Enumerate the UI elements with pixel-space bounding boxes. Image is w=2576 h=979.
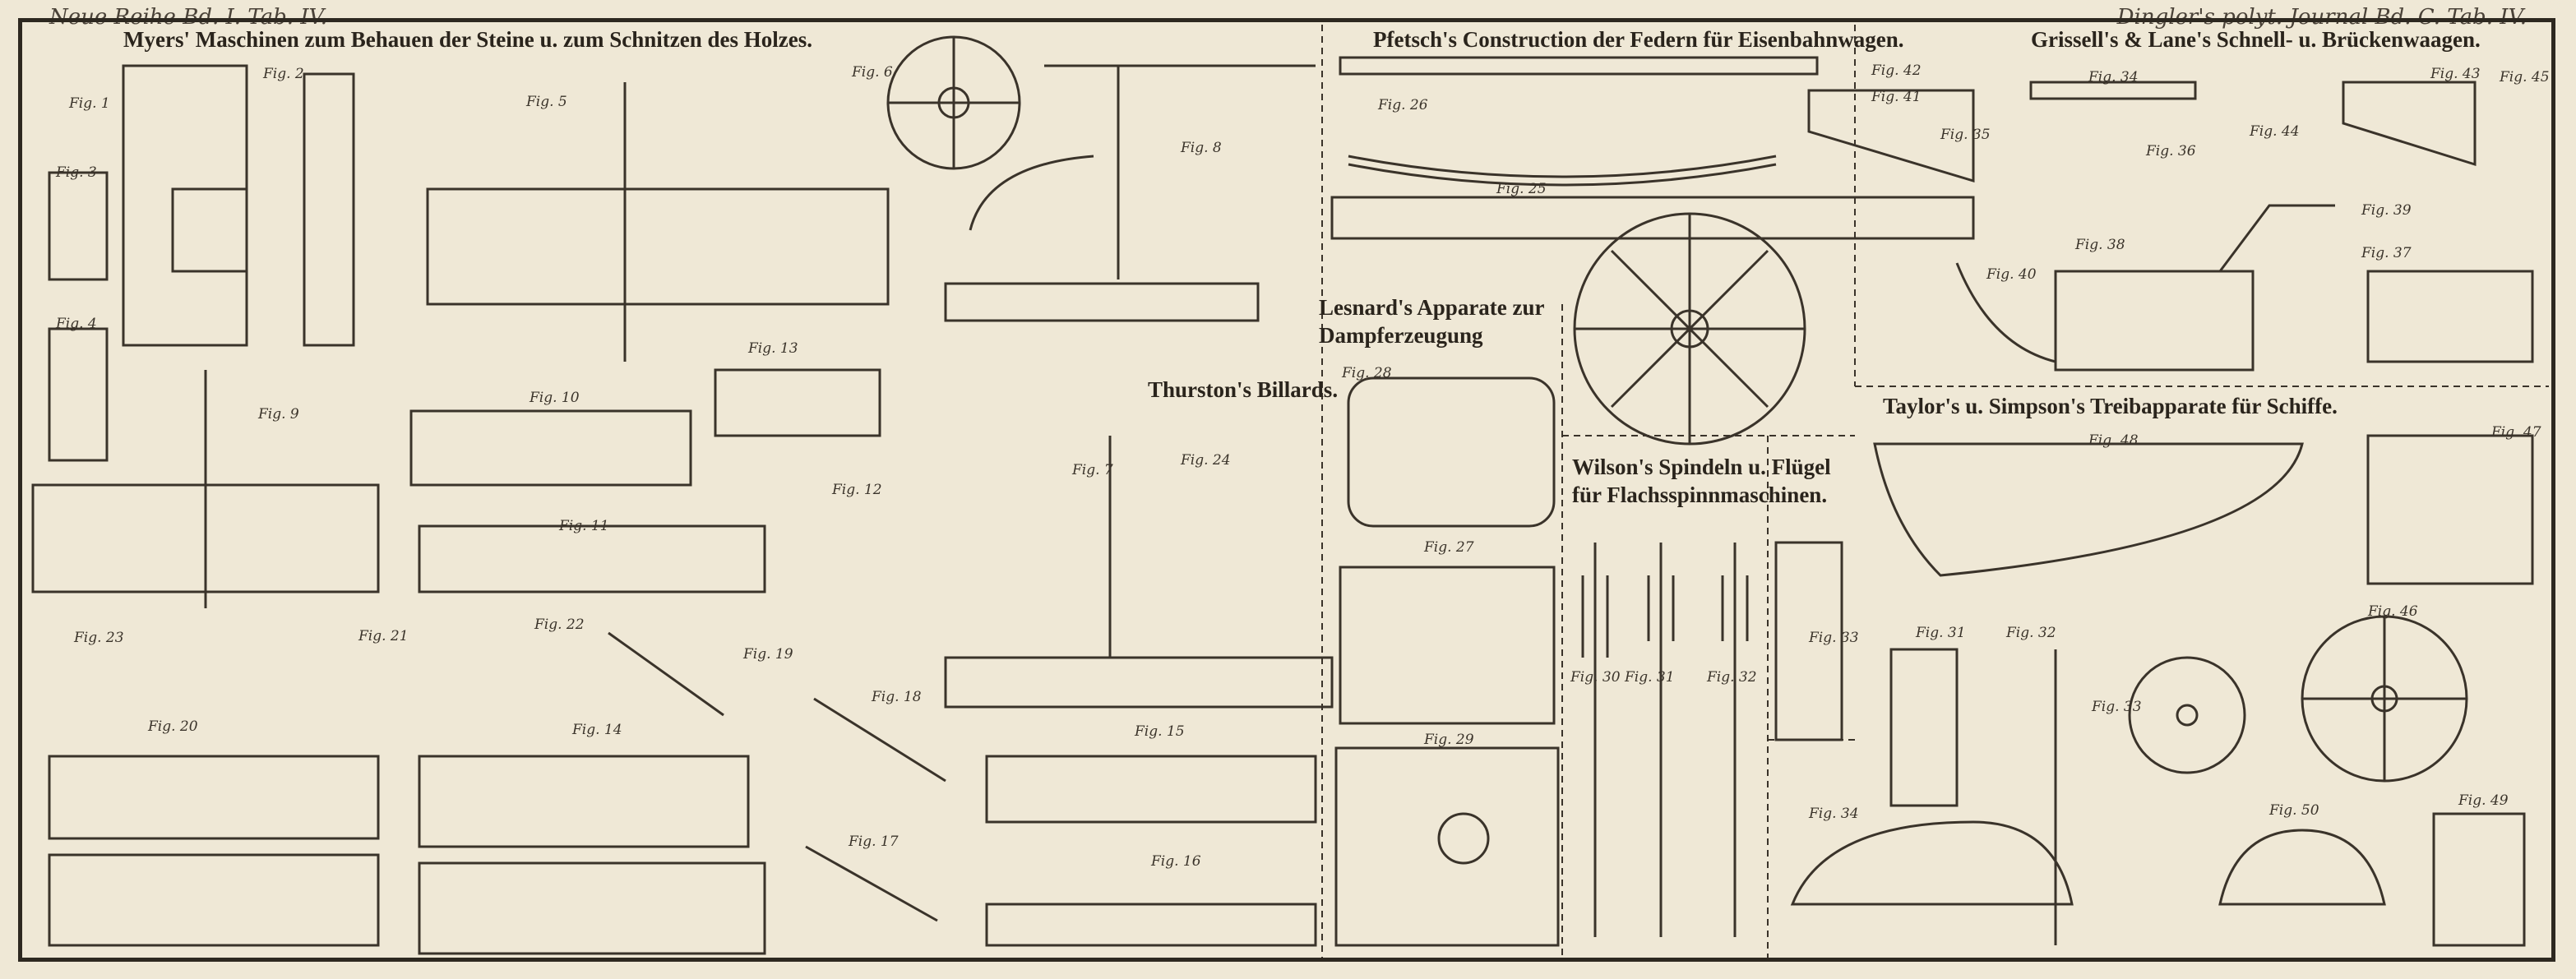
section-dividers: [1321, 25, 2549, 958]
figure-label: Fig. 32: [1707, 669, 1757, 686]
taylor-paddles: [1790, 434, 2534, 947]
figure-label: Fig. 46: [2368, 603, 2418, 620]
figure-label: Fig. 49: [2458, 792, 2509, 809]
figure-label: Fig. 28: [1342, 365, 1392, 381]
myers-machines: [31, 35, 1334, 955]
figure-label: Fig. 47: [2491, 424, 2541, 441]
figure-label: Fig. 42: [1871, 62, 1922, 79]
figure-label: Fig. 9: [258, 406, 299, 423]
figure-label: Fig. 27: [1424, 539, 1474, 556]
figure-label: Fig. 7: [1072, 462, 1113, 478]
section-title-lesnard: Lesnard's Apparate zur Dampferzeugung: [1319, 295, 1545, 348]
figure-label: Fig. 36: [2146, 143, 2196, 159]
figure-label: Fig. 10: [530, 390, 580, 406]
figure-label: Fig. 31: [1625, 669, 1675, 686]
figure-label: Fig. 25: [1496, 181, 1547, 197]
grissell-weighing: [1955, 81, 2534, 372]
figure-label: Fig. 17: [849, 834, 899, 850]
figure-label: Fig. 34: [2088, 69, 2139, 85]
figure-label: Fig. 41: [1871, 89, 1922, 105]
figure-label: Fig. 35: [1940, 127, 1991, 143]
figure-label: Fig. 22: [534, 616, 585, 633]
figure-label: Fig. 43: [2430, 66, 2481, 82]
section-title-thurston: Thurston's Billards.: [1148, 377, 1339, 402]
figure-label: Fig. 29: [1424, 732, 1474, 748]
figure-label: Fig. 19: [743, 646, 793, 663]
figure-label: Fig. 4: [56, 316, 97, 332]
plate-series-label: Neue Reihe Bd. I. Tab. IV.: [49, 5, 328, 30]
figure-label: Fig. 50: [2269, 802, 2319, 819]
figure-label: Fig. 3: [56, 164, 97, 181]
section-title-taylor: Taylor's u. Simpson's Treibapparate für …: [1883, 394, 2338, 418]
figure-label: Fig. 38: [2075, 237, 2125, 253]
figure-label: Fig. 48: [2088, 432, 2139, 449]
figure-label: Fig. 21: [358, 628, 409, 644]
figure-label: Fig. 14: [572, 722, 622, 738]
plate-frame: [18, 18, 2555, 962]
figure-label: Fig. 13: [748, 340, 798, 357]
figure-label: Fig. 34: [1809, 806, 1859, 822]
figure-label: Fig. 11: [559, 518, 609, 534]
lesnard-steam: [1334, 376, 1560, 947]
figure-label: Fig. 33: [1809, 630, 1859, 646]
figure-label: Fig. 2: [263, 66, 304, 82]
figure-label: Fig. 44: [2250, 123, 2300, 140]
figure-label: Fig. 6: [852, 64, 893, 81]
section-title-grissell: Grissell's & Lane's Schnell- u. Brückenw…: [2031, 27, 2481, 52]
figure-label: Fig. 16: [1151, 853, 1201, 870]
figure-label: Fig. 30: [1570, 669, 1621, 686]
figure-label: Fig. 12: [832, 482, 882, 498]
figure-label: Fig. 20: [148, 718, 198, 735]
figure-label: Fig. 18: [872, 689, 922, 705]
figure-label: Fig. 39: [2361, 202, 2412, 219]
section-title-pfetsch: Pfetsch's Construction der Federn für Ei…: [1373, 27, 1904, 52]
figure-label: Fig. 26: [1378, 97, 1428, 113]
figure-label: Fig. 8: [1181, 140, 1222, 156]
figure-label: Fig. 33: [2092, 699, 2142, 715]
figure-label: Fig. 24: [1181, 452, 1231, 469]
figure-label: Fig. 15: [1135, 723, 1185, 740]
figure-label: Fig. 1: [69, 95, 110, 112]
pfetsch-springs: [1330, 56, 1975, 446]
wilson-spindles: [1581, 541, 1843, 937]
figure-label: Fig. 40: [1986, 266, 2037, 283]
figure-label: Fig. 5: [526, 94, 567, 110]
figure-label: Fig. 32: [2006, 625, 2056, 641]
section-title-myers: Myers' Maschinen zum Behauen der Steine …: [123, 27, 812, 52]
figure-label: Fig. 31: [1916, 625, 1966, 641]
figure-label: Fig. 45: [2500, 69, 2550, 85]
journal-label: Dingler's polyt. Journal Bd. C. Tab. IV.: [2116, 5, 2527, 30]
figure-label: Fig. 37: [2361, 245, 2412, 261]
figure-label: Fig. 23: [74, 630, 124, 646]
section-title-wilson: Wilson's Spindeln u. Flügel für Flachssp…: [1572, 455, 1831, 507]
